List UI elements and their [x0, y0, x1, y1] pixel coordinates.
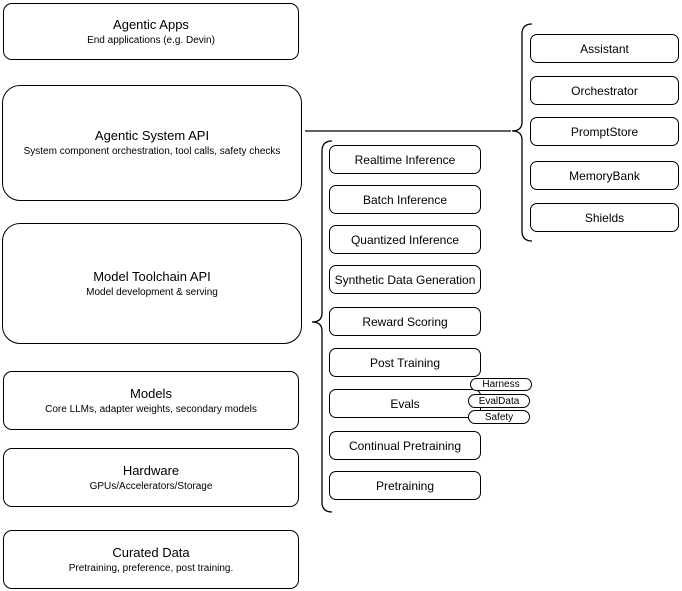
model-toolchain-api-box: Model Toolchain API Model development & … — [2, 223, 302, 344]
toolchain-components-brace — [311, 140, 333, 513]
curated-data-box: Curated Data Pretraining, preference, po… — [3, 530, 299, 589]
models-title: Models — [130, 385, 172, 401]
model-toolchain-api-subtitle: Model development & serving — [86, 286, 218, 298]
toolchain-item-evals: Evals — [329, 389, 481, 418]
toolchain-item-continual-pretraining: Continual Pretraining — [329, 431, 481, 460]
agentic-apps-title: Agentic Apps — [113, 16, 189, 32]
agentic-apps-subtitle: End applications (e.g. Devin) — [87, 34, 215, 46]
toolchain-item-batch-inference: Batch Inference — [329, 185, 481, 214]
agentic-system-api-title: Agentic System API — [94, 128, 210, 143]
toolchain-item-realtime-inference: Realtime Inference — [329, 145, 481, 174]
curated-data-subtitle: Pretraining, preference, post training. — [68, 562, 234, 574]
model-toolchain-api-title: Model Toolchain API — [93, 268, 211, 284]
toolchain-item-reward-scoring: Reward Scoring — [329, 307, 481, 336]
system-item-shields: Shields — [530, 203, 679, 232]
hardware-title: Hardware — [122, 462, 180, 478]
hardware-box: Hardware GPUs/Accelerators/Storage — [3, 448, 299, 507]
system-item-orchestrator: Orchestrator — [530, 76, 679, 105]
hardware-subtitle: GPUs/Accelerators/Storage — [89, 480, 213, 492]
system-item-assistant: Assistant — [530, 34, 679, 63]
evals-tag-evaldata: EvalData — [468, 394, 530, 408]
evals-tag-safety: Safety — [468, 410, 530, 424]
toolchain-item-post-training: Post Training — [329, 348, 481, 377]
toolchain-item-pretraining: Pretraining — [329, 471, 481, 500]
system-components-brace — [511, 23, 533, 242]
toolchain-item-quantized-inference: Quantized Inference — [329, 225, 481, 254]
system-item-memorybank: MemoryBank — [530, 161, 679, 190]
models-subtitle: Core LLMs, adapter weights, secondary mo… — [45, 403, 257, 415]
toolchain-item-synthetic-data-generation: Synthetic Data Generation — [329, 265, 481, 294]
agentic-system-api-box: Agentic System API System component orch… — [2, 85, 302, 201]
evals-tag-harness: Harness — [470, 378, 532, 391]
curated-data-title: Curated Data — [112, 544, 190, 560]
models-box: Models Core LLMs, adapter weights, secon… — [3, 371, 299, 430]
system-item-promptstore: PromptStore — [530, 117, 679, 146]
agentic-apps-box: Agentic Apps End applications (e.g. Devi… — [3, 3, 299, 60]
agentic-system-api-subtitle: System component orchestration, tool cal… — [23, 146, 281, 157]
